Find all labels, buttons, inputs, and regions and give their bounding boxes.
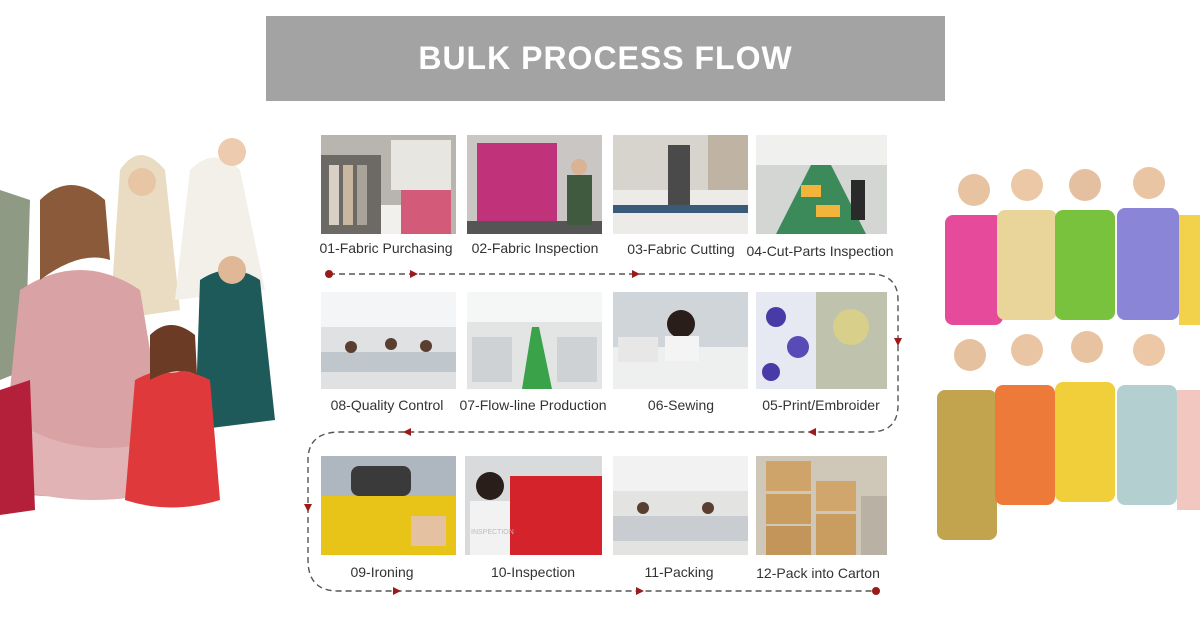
arrow-icon: [393, 587, 401, 595]
step-label-06: 06-Sewing: [647, 397, 715, 413]
pack-into-carton-photo: [756, 456, 887, 555]
flow-start-dot: [325, 270, 333, 278]
step-label-02: 02-Fabric Inspection: [471, 240, 599, 256]
arrow-icon: [636, 587, 644, 595]
arrow-icon: [808, 428, 816, 436]
arrow-icon: [304, 504, 312, 512]
inspection-overlay-text: INSPECTION: [471, 529, 514, 536]
sewing-photo: [613, 292, 748, 389]
robes-models-photo: [0, 130, 282, 535]
arrow-icon: [894, 338, 902, 346]
step-label-09: 09-Ironing: [350, 564, 414, 580]
step-label-05: 05-Print/Embroider: [762, 397, 880, 413]
inspection-photo: INSPECTION: [465, 456, 602, 555]
step-label-10: 10-Inspection: [490, 564, 576, 580]
step-label-01: 01-Fabric Purchasing: [319, 240, 453, 256]
flow-line-production-photo: [467, 292, 602, 389]
fabric-cutting-photo: [613, 135, 748, 234]
step-label-03: 03-Fabric Cutting: [627, 241, 735, 257]
cut-parts-inspection-photo: [756, 135, 887, 234]
packing-photo: [613, 456, 748, 555]
step-label-08: 08-Quality Control: [330, 397, 444, 413]
arrow-icon: [632, 270, 640, 278]
step-label-12: 12-Pack into Carton: [756, 565, 880, 581]
arrow-icon: [403, 428, 411, 436]
pajamas-models-photo: [937, 160, 1200, 542]
arrow-icon: [410, 270, 418, 278]
title-banner: BULK PROCESS FLOW: [266, 16, 945, 101]
step-label-07: 07-Flow-line Production: [459, 397, 607, 413]
page-title: BULK PROCESS FLOW: [418, 40, 793, 76]
step-label-11: 11-Packing: [644, 564, 714, 580]
ironing-photo: [321, 456, 456, 555]
step-label-04: 04-Cut-Parts Inspection: [746, 243, 894, 259]
flow-end-dot: [872, 587, 880, 595]
fabric-inspection-photo: [467, 135, 602, 234]
print-embroider-photo: [756, 292, 887, 389]
fabric-purchasing-photo: [321, 135, 456, 234]
quality-control-photo: [321, 292, 456, 389]
